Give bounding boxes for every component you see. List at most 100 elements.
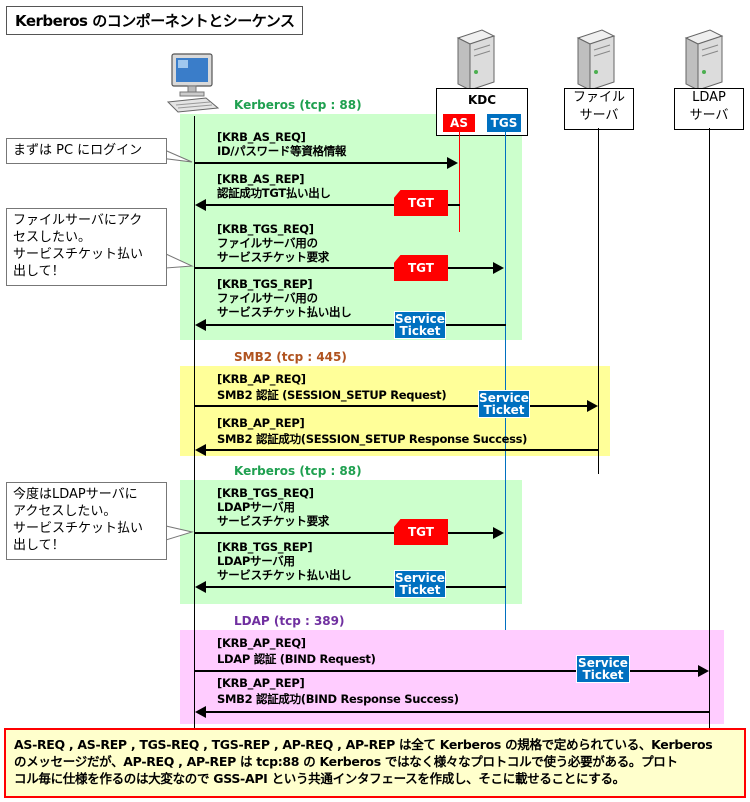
file-server-box: ファイル サーバ [564, 88, 634, 130]
service-ticket-3-line-2: Ticket [399, 583, 441, 597]
arrow-tgs-rep-1-head [195, 319, 206, 331]
callout-file-line-1: ファイルサーバにアク [13, 213, 143, 228]
explanation-note: AS-REQ , AS-REP , TGS-REQ , TGS-REP , AP… [4, 728, 746, 798]
pc-lifeline [194, 116, 195, 728]
callout-ldap-line-2: アクセスしたい。 [13, 504, 117, 519]
msg-ap-req-smb2-name: [KRB_AP_REQ] [217, 372, 306, 386]
msg-ap-rep-smb2: [KRB_AP_REP] SMB2 認証成功(SESSION_SETUP Res… [217, 416, 527, 446]
msg-as-rep-desc: 認証成功TGT払い出し [217, 186, 331, 200]
msg-ap-rep-smb2-name: [KRB_AP_REP] [217, 416, 305, 430]
smb2-band [180, 366, 610, 456]
tgs-tag: TGS [487, 114, 521, 132]
arrow-ap-rep-ldap-line [206, 711, 710, 713]
msg-tgs-rep-2: [KRB_TGS_REP] LDAPサーバ用 サービスチケット払い出し [217, 540, 352, 582]
callout-file-line-3: サービスチケット払い [13, 247, 144, 262]
ldap-server-label-1: LDAP [692, 90, 726, 105]
service-ticket-1-line-2: Ticket [399, 324, 441, 338]
msg-ap-req-smb2-desc: SMB2 認証 (SESSION_SETUP Request) [217, 388, 447, 402]
arrow-ap-req-smb2-head [587, 400, 598, 412]
arrow-tgs-req-2-head [493, 527, 504, 539]
kdc-server-icon [452, 28, 496, 92]
service-ticket-2-line-1: Service [479, 391, 529, 405]
arrow-ap-rep-smb2-line [206, 449, 599, 451]
msg-tgs-req-1-desc-2: サービスチケット要求 [217, 250, 329, 264]
msg-as-req-desc: ID/パスワード等資格情報 [217, 144, 347, 158]
as-lifeline [459, 132, 460, 232]
arrow-tgs-rep-2-line [206, 586, 506, 588]
msg-ap-req-ldap: [KRB_AP_REQ] LDAP 認証 (BIND Request) [217, 636, 376, 666]
msg-ap-req-ldap-desc: LDAP 認証 (BIND Request) [217, 652, 376, 666]
msg-ap-req-ldap-name: [KRB_AP_REQ] [217, 636, 306, 650]
service-ticket-4-line-2: Ticket [582, 668, 624, 682]
msg-ap-rep-ldap-desc: SMB2 認証成功(BIND Response Success) [217, 692, 459, 706]
service-ticket-1: Service Ticket [394, 311, 446, 339]
kerberos-band-2-label: Kerberos (tcp : 88) [234, 464, 362, 478]
kerberos-band-1 [180, 114, 522, 340]
note-line-2: のメッセージだが、AP-REQ , AP-REP は tcp:88 の Kerb… [14, 754, 678, 769]
arrow-as-req-head [447, 157, 458, 169]
arrow-tgs-req-2-line [195, 532, 493, 534]
ldap-server-lifeline [709, 128, 710, 728]
msg-tgs-req-2: [KRB_TGS_REQ] LDAPサーバ用 サービスチケット要求 [217, 486, 329, 528]
ldap-band-label: LDAP (tcp : 389) [234, 614, 345, 628]
note-line-1: AS-REQ , AS-REP , TGS-REQ , TGS-REP , AP… [14, 737, 713, 752]
arrow-tgs-rep-1-line [206, 324, 506, 326]
msg-tgs-req-2-desc-1: LDAPサーバ用 [217, 500, 295, 514]
callout-ldap-line-4: 出して！ [13, 538, 65, 553]
callout-ldap-line-3: サービスチケット払い [13, 521, 144, 536]
service-ticket-2: Service Ticket [478, 390, 530, 418]
callout-ldap-access: 今度はLDAPサーバに アクセスしたい。 サービスチケット払い 出して！ [6, 482, 167, 560]
msg-tgs-rep-1-desc-1: ファイルサーバ用の [217, 291, 318, 305]
callout-file-access: ファイルサーバにアク セスしたい。 サービスチケット払い 出して！ [6, 208, 167, 286]
arrow-as-rep-head [195, 199, 206, 211]
ldap-server-label-2: サーバ [689, 108, 729, 123]
arrow-ap-rep-smb2-head [195, 444, 206, 456]
service-ticket-3-line-1: Service [395, 571, 445, 585]
callout-file-line-4: 出して！ [13, 264, 65, 279]
kdc-label: KDC [467, 93, 497, 107]
callout-login-text: まずは PC にログイン [13, 143, 143, 158]
arrow-ap-req-smb2-line [195, 405, 587, 407]
as-tag: AS [443, 114, 475, 132]
diagram-title: Kerberos のコンポーネントとシーケンス [6, 6, 304, 35]
msg-tgs-rep-1: [KRB_TGS_REP] ファイルサーバ用の サービスチケット払い出し [217, 277, 352, 319]
ldap-band [180, 630, 724, 724]
msg-tgs-req-2-name: [KRB_TGS_REQ] [217, 486, 314, 500]
arrow-as-req-line [195, 162, 447, 164]
arrow-ap-req-ldap-line [195, 670, 698, 672]
note-line-3: コル毎に仕様を作るのは大変なので GSS-API という共通インタフェースを作成… [14, 771, 625, 786]
arrow-ap-rep-ldap-head [195, 706, 206, 718]
service-ticket-3: Service Ticket [394, 570, 446, 598]
arrow-tgs-req-1-line [195, 267, 493, 269]
msg-ap-rep-ldap: [KRB_AP_REP] SMB2 認証成功(BIND Response Suc… [217, 676, 459, 706]
msg-tgs-req-1-name: [KRB_TGS_REQ] [217, 222, 314, 236]
tgt-ticket-3: TGT [394, 519, 448, 545]
service-ticket-4-line-1: Service [578, 656, 628, 670]
service-ticket-2-line-2: Ticket [483, 403, 525, 417]
arrow-tgs-rep-2-head [195, 581, 206, 593]
tgs-lifeline [505, 132, 506, 630]
kerberos-band-1-label: Kerberos (tcp : 88) [234, 98, 362, 112]
msg-tgs-rep-2-desc-1: LDAPサーバ用 [217, 554, 295, 568]
msg-tgs-rep-1-desc-2: サービスチケット払い出し [217, 305, 352, 319]
msg-tgs-req-2-desc-2: サービスチケット要求 [217, 514, 329, 528]
msg-as-rep-name: [KRB_AS_REP] [217, 172, 305, 186]
ldap-server-box: LDAP サーバ [674, 88, 744, 130]
arrow-ap-req-ldap-head [698, 665, 709, 677]
msg-ap-req-smb2: [KRB_AP_REQ] SMB2 認証 (SESSION_SETUP Requ… [217, 372, 447, 402]
desktop-computer-icon [166, 50, 222, 116]
msg-tgs-rep-2-desc-2: サービスチケット払い出し [217, 568, 352, 582]
msg-tgs-req-1-desc-1: ファイルサーバ用の [217, 236, 318, 250]
msg-as-req-name: [KRB_AS_REQ] [217, 130, 306, 144]
file-server-icon [572, 28, 616, 92]
arrow-tgs-req-1-head [493, 262, 504, 274]
callout-file-line-2: セスしたい。 [13, 230, 92, 245]
service-ticket-1-line-1: Service [395, 312, 445, 326]
tgt-ticket-2: TGT [394, 255, 448, 281]
callout-login: まずは PC にログイン [6, 138, 167, 164]
msg-as-req: [KRB_AS_REQ] ID/パスワード等資格情報 [217, 130, 346, 158]
ldap-server-icon [680, 28, 724, 92]
smb2-band-label: SMB2 (tcp : 445) [234, 350, 347, 364]
msg-tgs-rep-2-name: [KRB_TGS_REP] [217, 540, 313, 554]
file-server-label-1: ファイル [572, 90, 625, 105]
